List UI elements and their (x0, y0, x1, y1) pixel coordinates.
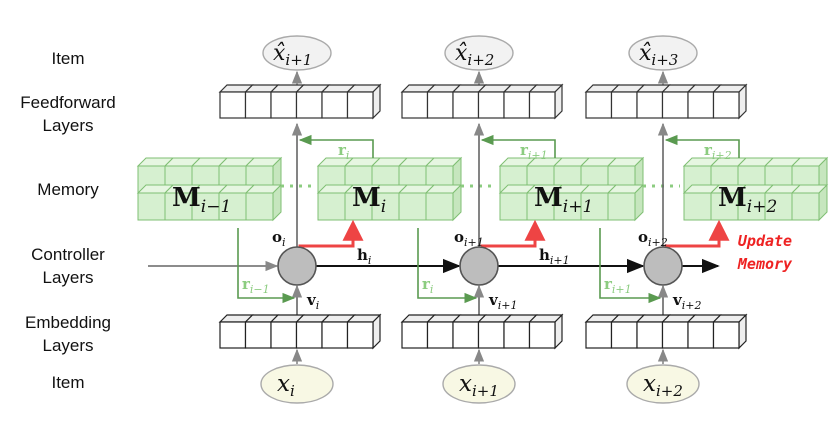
read-top-label-1: ri (338, 141, 349, 162)
read-top-label-2: ri+1 (520, 141, 548, 162)
read-top-label-3: ri+2 (704, 141, 732, 162)
memory-label-3: Mi+1 (534, 183, 593, 217)
output-item-label-2: x̂i+2 (455, 41, 494, 69)
read-arrow-top-2 (480, 134, 556, 158)
output-item-label-1: x̂i+1 (273, 41, 312, 69)
memory-label-4: Mi+2 (718, 183, 777, 217)
controller-label-line1: Controller (31, 245, 105, 264)
feedforward-layer-2 (400, 83, 564, 120)
update-arrow-2 (480, 219, 546, 248)
read-bottom-label-2: ri (422, 275, 433, 296)
embedding-vector-label-3: vi+2 (672, 291, 701, 312)
input-item-2 (442, 364, 516, 404)
memory-label-2: Mi (352, 183, 386, 217)
embedding-label-line2: Layers (42, 336, 93, 355)
read-arrow-bottom-3 (599, 228, 662, 304)
update-arrow-3 (664, 219, 730, 248)
memory-block-2 (316, 156, 463, 222)
feedforward-label-line2: Layers (42, 116, 93, 135)
memory-block-1 (136, 156, 283, 222)
read-bottom-label-3: ri+1 (604, 275, 632, 296)
controller-node-2 (459, 246, 499, 286)
hidden-state-label-1: hi (357, 246, 371, 267)
update-arrow-1 (298, 219, 364, 248)
layer-stacks (218, 83, 748, 350)
memory-block-3 (498, 156, 645, 222)
memory-block-4 (682, 156, 829, 222)
read-arrow-bottom-2 (417, 228, 478, 304)
hidden-state-label-2: hi+1 (539, 246, 570, 267)
output-item-3 (628, 35, 698, 71)
embedding-vector-label-1: vi (306, 291, 319, 312)
row-labels: Item Feedforward Layers Memory Controlle… (20, 49, 115, 392)
update-memory-label: Update Memory (737, 232, 793, 273)
item-bottom-label: Item (51, 373, 84, 392)
connections (148, 70, 740, 364)
feedforward-layer-1 (218, 83, 382, 120)
update-memory-text-line1: Update (738, 232, 792, 250)
feedforward-label-line1: Feedforward (20, 93, 115, 112)
output-item-label-3: x̂i+3 (639, 41, 678, 69)
read-arrow-bottom-1 (237, 228, 296, 304)
read-arrow-top-1 (298, 134, 374, 158)
nodes (260, 35, 700, 404)
memory-blocks (136, 156, 829, 222)
input-item-1 (260, 364, 334, 404)
math-labels: Mi−1 Mi Mi+1 Mi+2 x̂i+1 xi ri ri−1 oi vi hi x̂i+2 xi… (172, 41, 777, 400)
output-vector-label-2: oi+1 (454, 228, 484, 249)
controller-node-1 (277, 246, 317, 286)
input-item-label-2: xi+1 (459, 371, 499, 400)
item-top-label: Item (51, 49, 84, 68)
embedding-vector-label-2: vi+1 (488, 291, 517, 312)
read-arrow-top-3 (664, 134, 740, 158)
embedding-layer-3 (584, 313, 748, 350)
memory-label-1: Mi−1 (172, 183, 231, 217)
embedding-layer-2 (400, 313, 564, 350)
output-item-2 (444, 35, 514, 71)
update-memory-text-line2: Memory (737, 255, 793, 273)
read-bottom-label-1: ri−1 (242, 275, 270, 296)
memory-label: Memory (37, 180, 99, 199)
feedforward-layer-3 (584, 83, 748, 120)
embedding-label-line1: Embedding (25, 313, 111, 332)
output-vector-label-3: oi+2 (638, 228, 668, 249)
controller-node-3 (643, 246, 683, 286)
output-item-1 (262, 35, 332, 71)
controller-label-line2: Layers (42, 268, 93, 287)
input-item-3 (626, 364, 700, 404)
input-item-label-3: xi+2 (643, 371, 683, 400)
input-item-label-1: xi (277, 371, 295, 400)
output-vector-label-1: oi (272, 228, 286, 249)
embedding-layer-1 (218, 313, 382, 350)
